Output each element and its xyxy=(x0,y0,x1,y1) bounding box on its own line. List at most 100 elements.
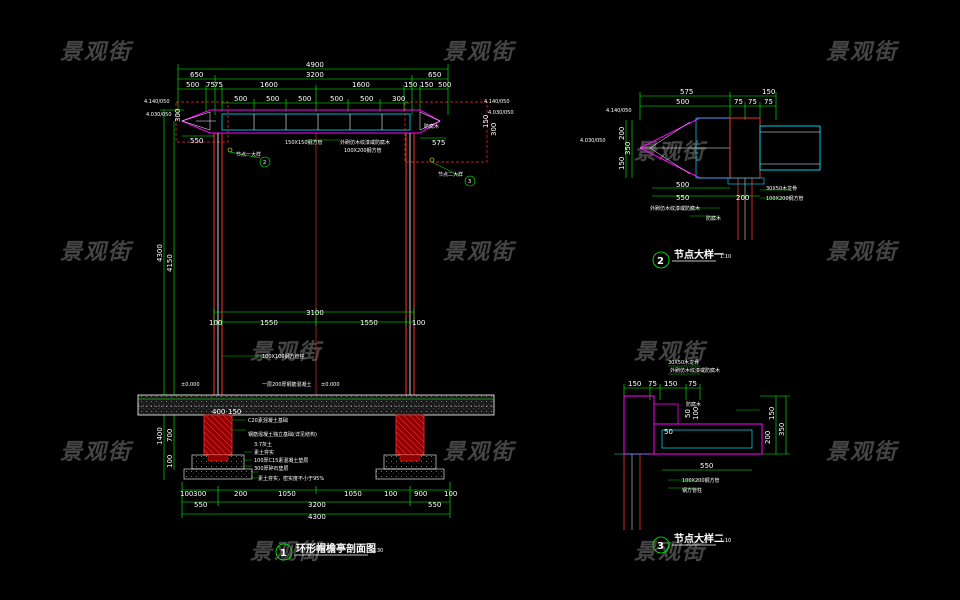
dim-text: 100 xyxy=(384,490,397,498)
dim-text: 75 xyxy=(206,81,215,89)
node-detail-2-drawing: 150 75 150 75 50 100 150 350 200 50 550 … xyxy=(614,359,790,554)
callout-label: 节点一大样 xyxy=(236,151,261,158)
pavilion-section-drawing: 4900 650 3200 650 500 75 75 1600 1600 15… xyxy=(137,61,514,561)
annotation-text: 100厚C15素混凝土垫层 xyxy=(254,457,308,464)
dim-text: 500 xyxy=(360,95,373,103)
dim-text: 550 xyxy=(700,462,713,470)
annotation-text: 钢筋混凝土独立基础(详见结构) xyxy=(248,431,317,438)
dim-text: 75 xyxy=(648,380,657,388)
annotation-text: 外刷仿木纹漆或防腐木 xyxy=(650,205,700,212)
elevation-mark: 4.030/050 xyxy=(488,110,514,116)
dim-text: 650 xyxy=(428,71,441,79)
dim-text: 500 xyxy=(330,95,343,103)
annotation-text: 300厚碎石垫层 xyxy=(254,465,289,472)
dim-text: 400 xyxy=(212,408,225,416)
dim-text: 200 xyxy=(736,194,749,202)
watermark: 景观街 xyxy=(443,440,516,465)
annotation-text: 外刷仿木纹漆或防腐木 xyxy=(340,139,390,146)
elevation-mark: ±0.000 xyxy=(321,382,340,388)
dim-text: 3100 xyxy=(306,309,324,317)
annotation-text: 防腐木 xyxy=(424,123,439,130)
left-column xyxy=(213,133,223,415)
dim-text: 500 xyxy=(234,95,247,103)
right-column xyxy=(405,133,415,415)
annotation-text: 100X200钢方管 xyxy=(766,195,804,202)
annotation-text: 素土夯实 xyxy=(254,449,274,456)
watermark: 景观街 xyxy=(250,340,323,365)
dim-text: 4900 xyxy=(306,61,324,69)
elevation-mark: 4.140/050 xyxy=(606,108,632,114)
node-detail-1-drawing: 575 150 500 75 75 75 200 350 150 4.140/0… xyxy=(580,88,821,269)
annotation-text: 30X50木龙骨 xyxy=(668,359,699,366)
dim-text: 75 xyxy=(688,380,697,388)
watermark: 景观街 xyxy=(634,140,707,165)
callout-label: 节点二大样 xyxy=(438,171,463,178)
elevation-mark: 4.140/050 xyxy=(144,99,170,105)
dim-text: 150 xyxy=(482,115,490,128)
ground-slab xyxy=(137,394,495,416)
dim-text: 350 xyxy=(624,142,632,155)
elevation-mark: 4.140/050 xyxy=(484,99,510,105)
dim-text: 550 xyxy=(428,501,441,509)
dim-text: 100 xyxy=(166,455,174,468)
dim-text: 700 xyxy=(166,429,174,442)
dim-text: 500 xyxy=(298,95,311,103)
dim-text: 575 xyxy=(432,139,445,147)
dim-text: 100 xyxy=(412,319,425,327)
dim-text: 75 xyxy=(764,98,773,106)
dim-text: 200 xyxy=(618,127,626,140)
annotation-text: 防腐木 xyxy=(686,401,701,408)
dim-text: 1550 xyxy=(360,319,378,327)
dim-text: 550 xyxy=(676,194,689,202)
dim-text: 1600 xyxy=(352,81,370,89)
dim-text: 75 xyxy=(214,81,223,89)
dim-text: 900 xyxy=(414,490,427,498)
dim-text: 300 xyxy=(392,95,405,103)
dim-text: 75 xyxy=(748,98,757,106)
drawing-title: 环形帽檐亭剖面图 xyxy=(296,542,376,555)
dim-text: 4300 xyxy=(156,244,164,262)
drawing-number: 3 xyxy=(657,541,664,552)
dim-text: 500 xyxy=(186,81,199,89)
drawing-title: 节点大样一 xyxy=(674,248,724,261)
dim-text: 75 xyxy=(734,98,743,106)
dim-text: 150 xyxy=(628,380,641,388)
drawing-scale: 1:10 xyxy=(720,538,731,544)
watermark: 景观街 xyxy=(826,240,899,265)
drawing-number: 1 xyxy=(280,548,287,559)
dim-text: 500 xyxy=(676,98,689,106)
dim-text: 1600 xyxy=(260,81,278,89)
roof-beam xyxy=(180,109,442,134)
annotation-text: C20素混凝土基础 xyxy=(248,417,288,424)
annotation-text: 外刷仿木纹漆或防腐木 xyxy=(670,367,720,374)
drawing-scale: 1:10 xyxy=(720,254,731,260)
dim-text: 50 xyxy=(684,409,692,418)
annotation-text: 3:7灰土 xyxy=(254,441,272,448)
dim-text: 100 xyxy=(180,490,193,498)
drawing-title: 节点大样二 xyxy=(674,532,724,545)
watermark: 景观街 xyxy=(60,440,133,465)
dim-text: 650 xyxy=(190,71,203,79)
dim-text: 200 xyxy=(234,490,247,498)
drawing-number: 2 xyxy=(657,256,664,267)
dim-text: 300 xyxy=(490,123,498,136)
dim-text: 300 xyxy=(193,490,206,498)
dim-text: 100 xyxy=(692,407,700,420)
dim-text: 200 xyxy=(764,431,772,444)
callout-number: 3 xyxy=(468,179,471,185)
callout-number: 2 xyxy=(263,160,266,166)
dim-text: 3200 xyxy=(308,501,326,509)
dim-text: 500 xyxy=(676,181,689,189)
dim-text: 550 xyxy=(190,137,203,145)
dim-text: 1050 xyxy=(278,490,296,498)
dim-text: 50 xyxy=(664,428,673,436)
watermark: 景观街 xyxy=(634,340,707,365)
annotation-text: 素土夯实，密实度不小于95% xyxy=(258,475,324,482)
dim-text: 4150 xyxy=(166,254,174,272)
dim-text: 100 xyxy=(209,319,222,327)
annotation-text: 钢方管柱 xyxy=(682,487,702,494)
dim-text: 150 xyxy=(618,157,626,170)
annotation-text: 30X50木龙骨 xyxy=(766,185,797,192)
left-footing xyxy=(183,414,253,480)
annotation-text: 100X200钢方管 xyxy=(344,147,382,154)
